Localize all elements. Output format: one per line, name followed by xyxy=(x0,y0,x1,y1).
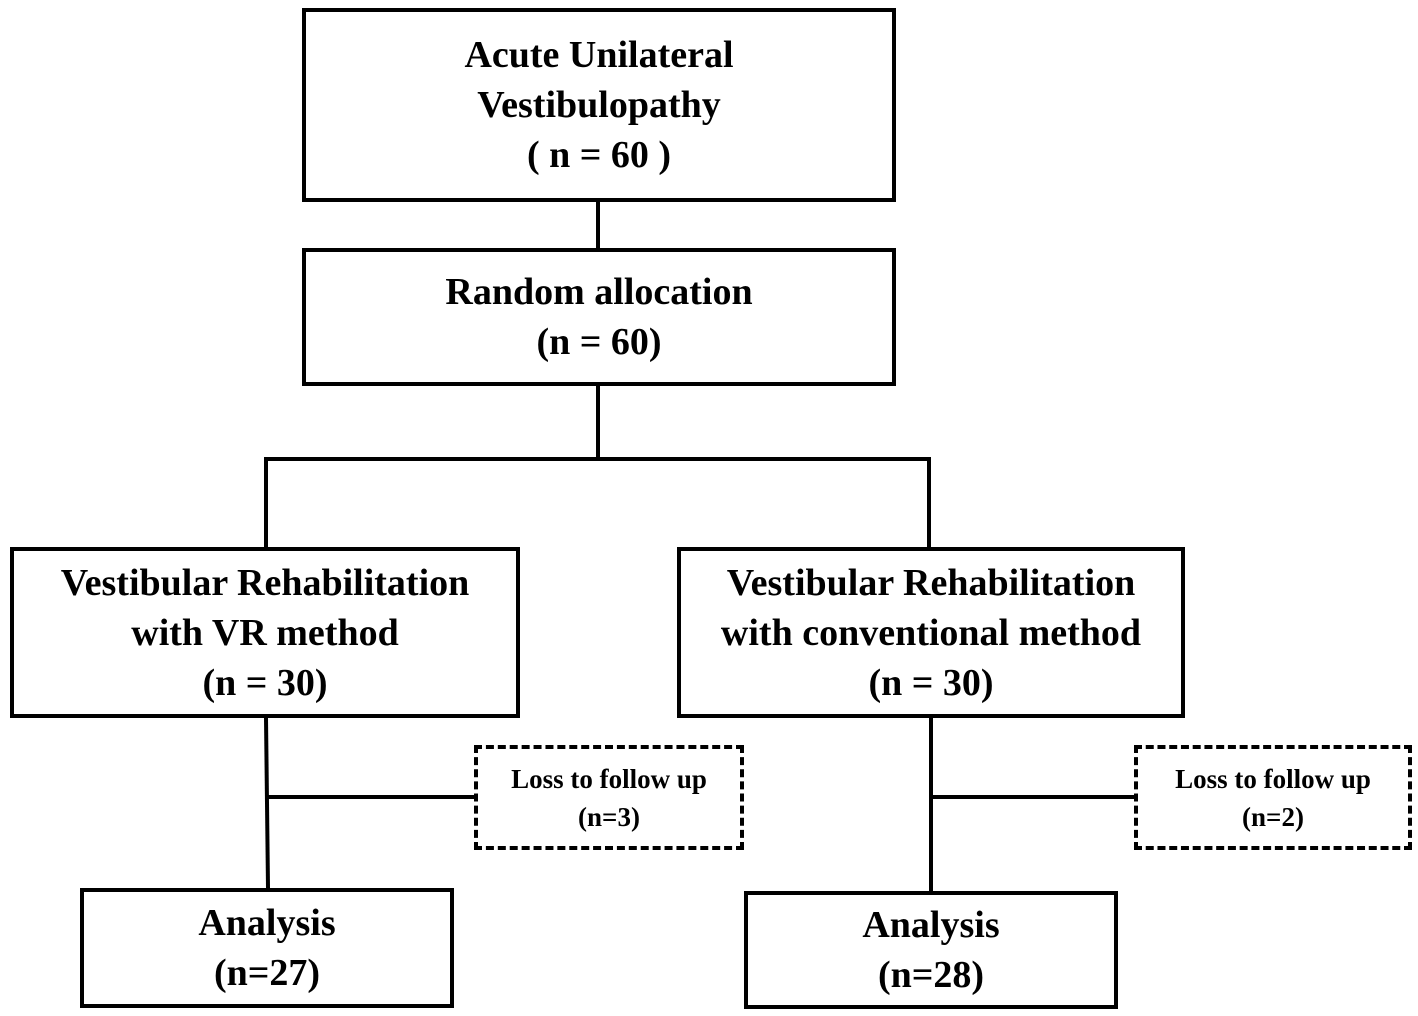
conventional-group-box: Vestibular Rehabilitation with conventio… xyxy=(677,547,1185,718)
enrollment-line1: Acute Unilateral xyxy=(464,34,734,76)
conventional-analysis-label: Analysis xyxy=(862,904,1000,946)
vr-loss-count: (n=3) xyxy=(578,801,640,832)
conventional-loss-label: Loss to follow up xyxy=(1175,763,1371,794)
enrollment-count: ( n = 60 ) xyxy=(526,134,672,176)
connector-vr-to-analysis xyxy=(264,717,270,889)
conventional-analysis-count: (n=28) xyxy=(877,954,985,996)
conventional-group-line1: Vestibular Rehabilitation xyxy=(726,561,1136,604)
vr-group-line2: with VR method xyxy=(131,611,399,654)
vr-loss-box: Loss to follow up (n=3) xyxy=(474,745,744,850)
allocation-label: Random allocation xyxy=(445,271,753,313)
vr-group-box: Vestibular Rehabilitation with VR method… xyxy=(10,547,520,718)
vr-analysis-count: (n=27) xyxy=(213,952,321,994)
vr-loss-label: Loss to follow up xyxy=(511,763,707,794)
conventional-group-count: (n = 30) xyxy=(868,661,994,704)
conventional-analysis-box: Analysis (n=28) xyxy=(744,891,1118,1009)
conventional-loss-box: Loss to follow up (n=2) xyxy=(1134,745,1412,850)
conventional-group-line2: with conventional method xyxy=(720,611,1142,654)
vr-group-count: (n = 30) xyxy=(202,661,328,704)
allocation-box: Random allocation (n = 60) xyxy=(302,248,896,386)
vr-analysis-box: Analysis (n=27) xyxy=(80,888,454,1008)
enrollment-box: Acute Unilateral Vestibulopathy ( n = 60… xyxy=(302,8,896,202)
vr-group-line1: Vestibular Rehabilitation xyxy=(60,561,470,604)
enrollment-line2: Vestibulopathy xyxy=(477,84,721,126)
conventional-loss-count: (n=2) xyxy=(1242,801,1304,832)
vr-analysis-label: Analysis xyxy=(198,902,336,944)
allocation-count: (n = 60) xyxy=(536,321,662,363)
